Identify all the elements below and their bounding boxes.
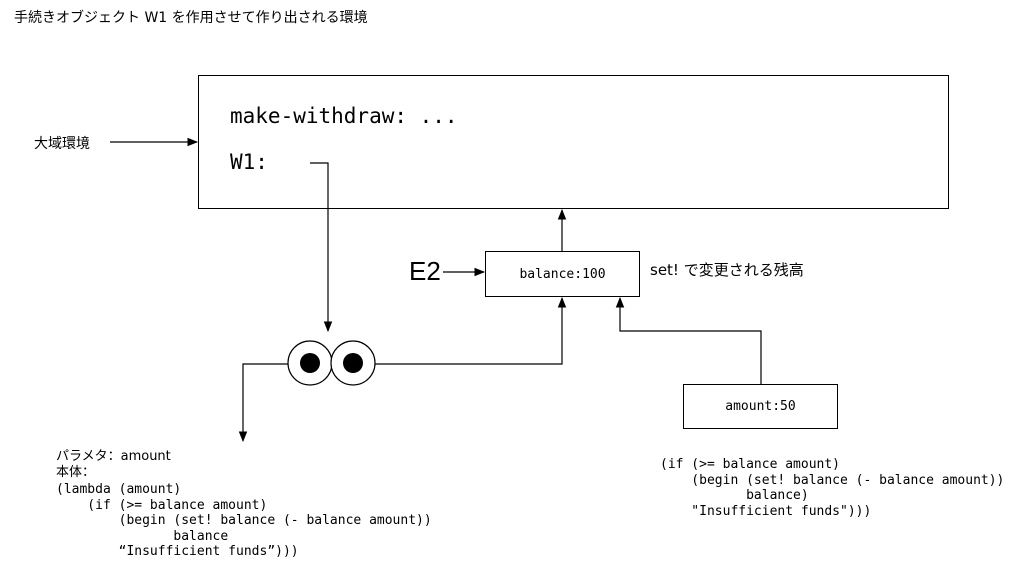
w1-to-procedure-arrow: [310, 162, 333, 333]
binding-balance: balance:100: [519, 266, 606, 282]
evaluated-body-code: (if (>= balance amount) (begin (set! bal…: [660, 457, 1005, 519]
binding-amount: amount:50: [725, 399, 796, 414]
global-env-label: 大域環境: [34, 136, 90, 152]
set-note: set! で変更される残高: [650, 261, 804, 279]
call-frame-box: amount:50: [683, 384, 838, 429]
procedure-env-arrow: [375, 296, 567, 365]
frame-to-e2-arrow: [615, 296, 762, 384]
procedure-lambda-code: (lambda (amount) (if (>= balance amount)…: [56, 482, 432, 559]
e2-label: E2: [409, 256, 441, 286]
binding-w1: W1:: [230, 150, 268, 174]
binding-make-withdraw: make-withdraw: ...: [230, 104, 458, 128]
procedure-object-icon: [287, 340, 376, 386]
procedure-body-label: 本体：: [56, 465, 96, 480]
procedure-code-arrow: [238, 363, 288, 443]
environment-e2-frame: balance:100: [485, 251, 640, 297]
global-environment-box: [198, 75, 949, 209]
diagram-title: 手続きオブジェクト W1 を作用させて作り出される環境: [14, 10, 368, 26]
procedure-param-label: パラメタ：amount: [56, 449, 171, 464]
